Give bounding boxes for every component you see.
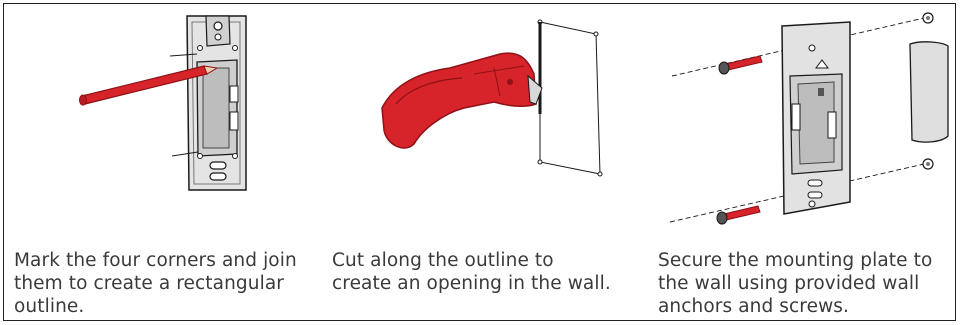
step-2-caption: Cut along the outline to create an openi…	[332, 249, 611, 295]
step-3-caption: Secure the mounting plate to the wall us…	[658, 249, 932, 318]
instruction-frame: Mark the four corners and join them to c…	[3, 3, 956, 321]
step-1-panel: Mark the four corners and join them to c…	[4, 4, 324, 320]
caption-line: create an opening in the wall.	[332, 272, 611, 295]
caption-line: the wall using provided wall	[658, 272, 932, 295]
step-2-panel: Cut along the outline to create an openi…	[324, 4, 634, 320]
utility-knife-cutting-icon	[324, 4, 634, 244]
step-1-caption: Mark the four corners and join them to c…	[14, 249, 297, 318]
mounting-plate-screws-icon	[642, 4, 957, 244]
caption-line: anchors and screws.	[658, 295, 932, 318]
caption-line: Cut along the outline to	[332, 249, 611, 272]
caption-line: outline.	[14, 295, 297, 318]
caption-line: them to create a rectangular	[14, 272, 297, 295]
caption-line: Secure the mounting plate to	[658, 249, 932, 272]
step-3-panel: Secure the mounting plate to the wall us…	[642, 4, 957, 320]
caption-line: Mark the four corners and join	[14, 249, 297, 272]
pencil-marking-plate-icon	[4, 4, 324, 244]
